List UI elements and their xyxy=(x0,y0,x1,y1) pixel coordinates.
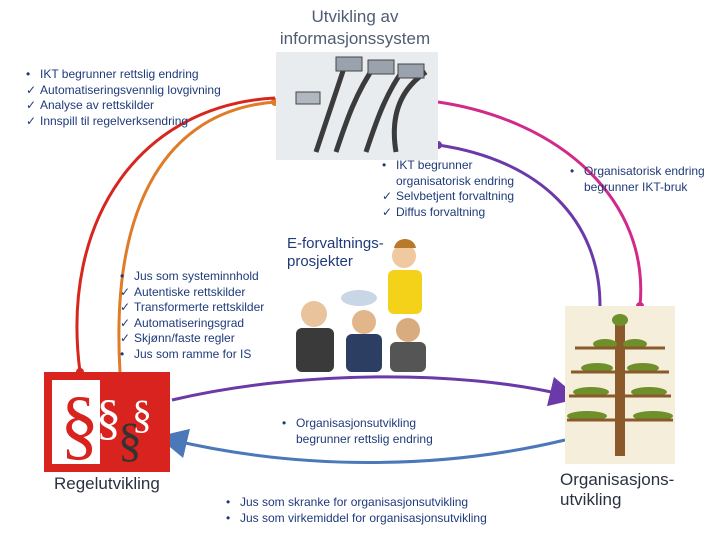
list-item: organisatorisk endring xyxy=(396,173,515,188)
arc-magenta xyxy=(437,100,643,307)
list-item: •Jus som virkemiddel for organisasjonsut… xyxy=(226,510,487,525)
organisasjonsutvikling-label: Organisasjons-utvikling xyxy=(560,470,675,509)
list-item: ✓Innspill til regelverksendring xyxy=(26,113,189,128)
tree-organisation-image xyxy=(565,306,675,464)
list-item: •Jus som ramme for IS xyxy=(120,346,252,361)
list-item: ✓Diffus forvaltning xyxy=(382,204,486,219)
list-item: ✓Skjønn/faste regler xyxy=(120,331,235,345)
center-top-list: •IKT begrunner organisatorisk endring ✓S… xyxy=(382,158,514,220)
list-item: ✓Selvbetjent forvaltning xyxy=(382,189,515,203)
paragraph-sign: § xyxy=(60,380,99,467)
list-item: •IKT begrunner xyxy=(382,158,473,172)
list-item: begrunner rettslig endring xyxy=(296,431,433,446)
regelutvikling-label: Regelutvikling xyxy=(54,474,160,493)
e-forvaltning-label: E-forvaltnings-prosjekter xyxy=(287,235,384,270)
diagram-title: Utvikling av informasjonssystem xyxy=(279,7,431,48)
paragraph-signs-image: § § § § xyxy=(44,372,170,472)
arc-red xyxy=(75,96,276,373)
list-item: •Jus som skranke for organisasjonsutvikl… xyxy=(226,495,469,509)
list-item: ✓Autentiske rettskilder xyxy=(120,284,246,299)
business-people-image xyxy=(284,234,434,372)
list-item: ✓Analyse av rettskilder xyxy=(26,98,155,112)
right-list: •Organisatorisk endring begrunner IKT-br… xyxy=(570,164,705,195)
list-item: •Organisatorisk endring xyxy=(570,164,705,178)
list-item: ✓Automatiseringsvennlig lovgivning xyxy=(26,82,221,97)
top-left-list: •IKT begrunner rettslig endring ✓Automat… xyxy=(26,67,221,129)
svg-text:§: § xyxy=(132,392,152,437)
svg-text:§: § xyxy=(118,414,142,467)
list-item: •IKT begrunner rettslig endring xyxy=(26,67,199,81)
list-item: ✓Transformerte rettskilder xyxy=(120,300,265,314)
list-item: begrunner IKT-bruk xyxy=(584,179,688,194)
arc-purple-lower xyxy=(171,375,580,407)
bottom-list: •Jus som skranke for organisasjonsutvikl… xyxy=(226,495,487,526)
list-item: •Jus som systeminnhold xyxy=(120,269,259,283)
list-item: •Organisasjonsutvikling xyxy=(282,416,417,430)
arc-blue-lower xyxy=(157,428,566,464)
center-bottom-list: •Organisasjonsutvikling begrunner rettsl… xyxy=(282,416,433,447)
svg-text:§: § xyxy=(96,389,121,445)
center-left-list: •Jus som systeminnhold ✓Autentiske retts… xyxy=(120,269,264,362)
computer-cables-image xyxy=(276,52,438,160)
arc-orange xyxy=(117,100,276,373)
list-item: ✓Automatiseringsgrad xyxy=(120,315,245,330)
arc-purple xyxy=(437,143,602,307)
